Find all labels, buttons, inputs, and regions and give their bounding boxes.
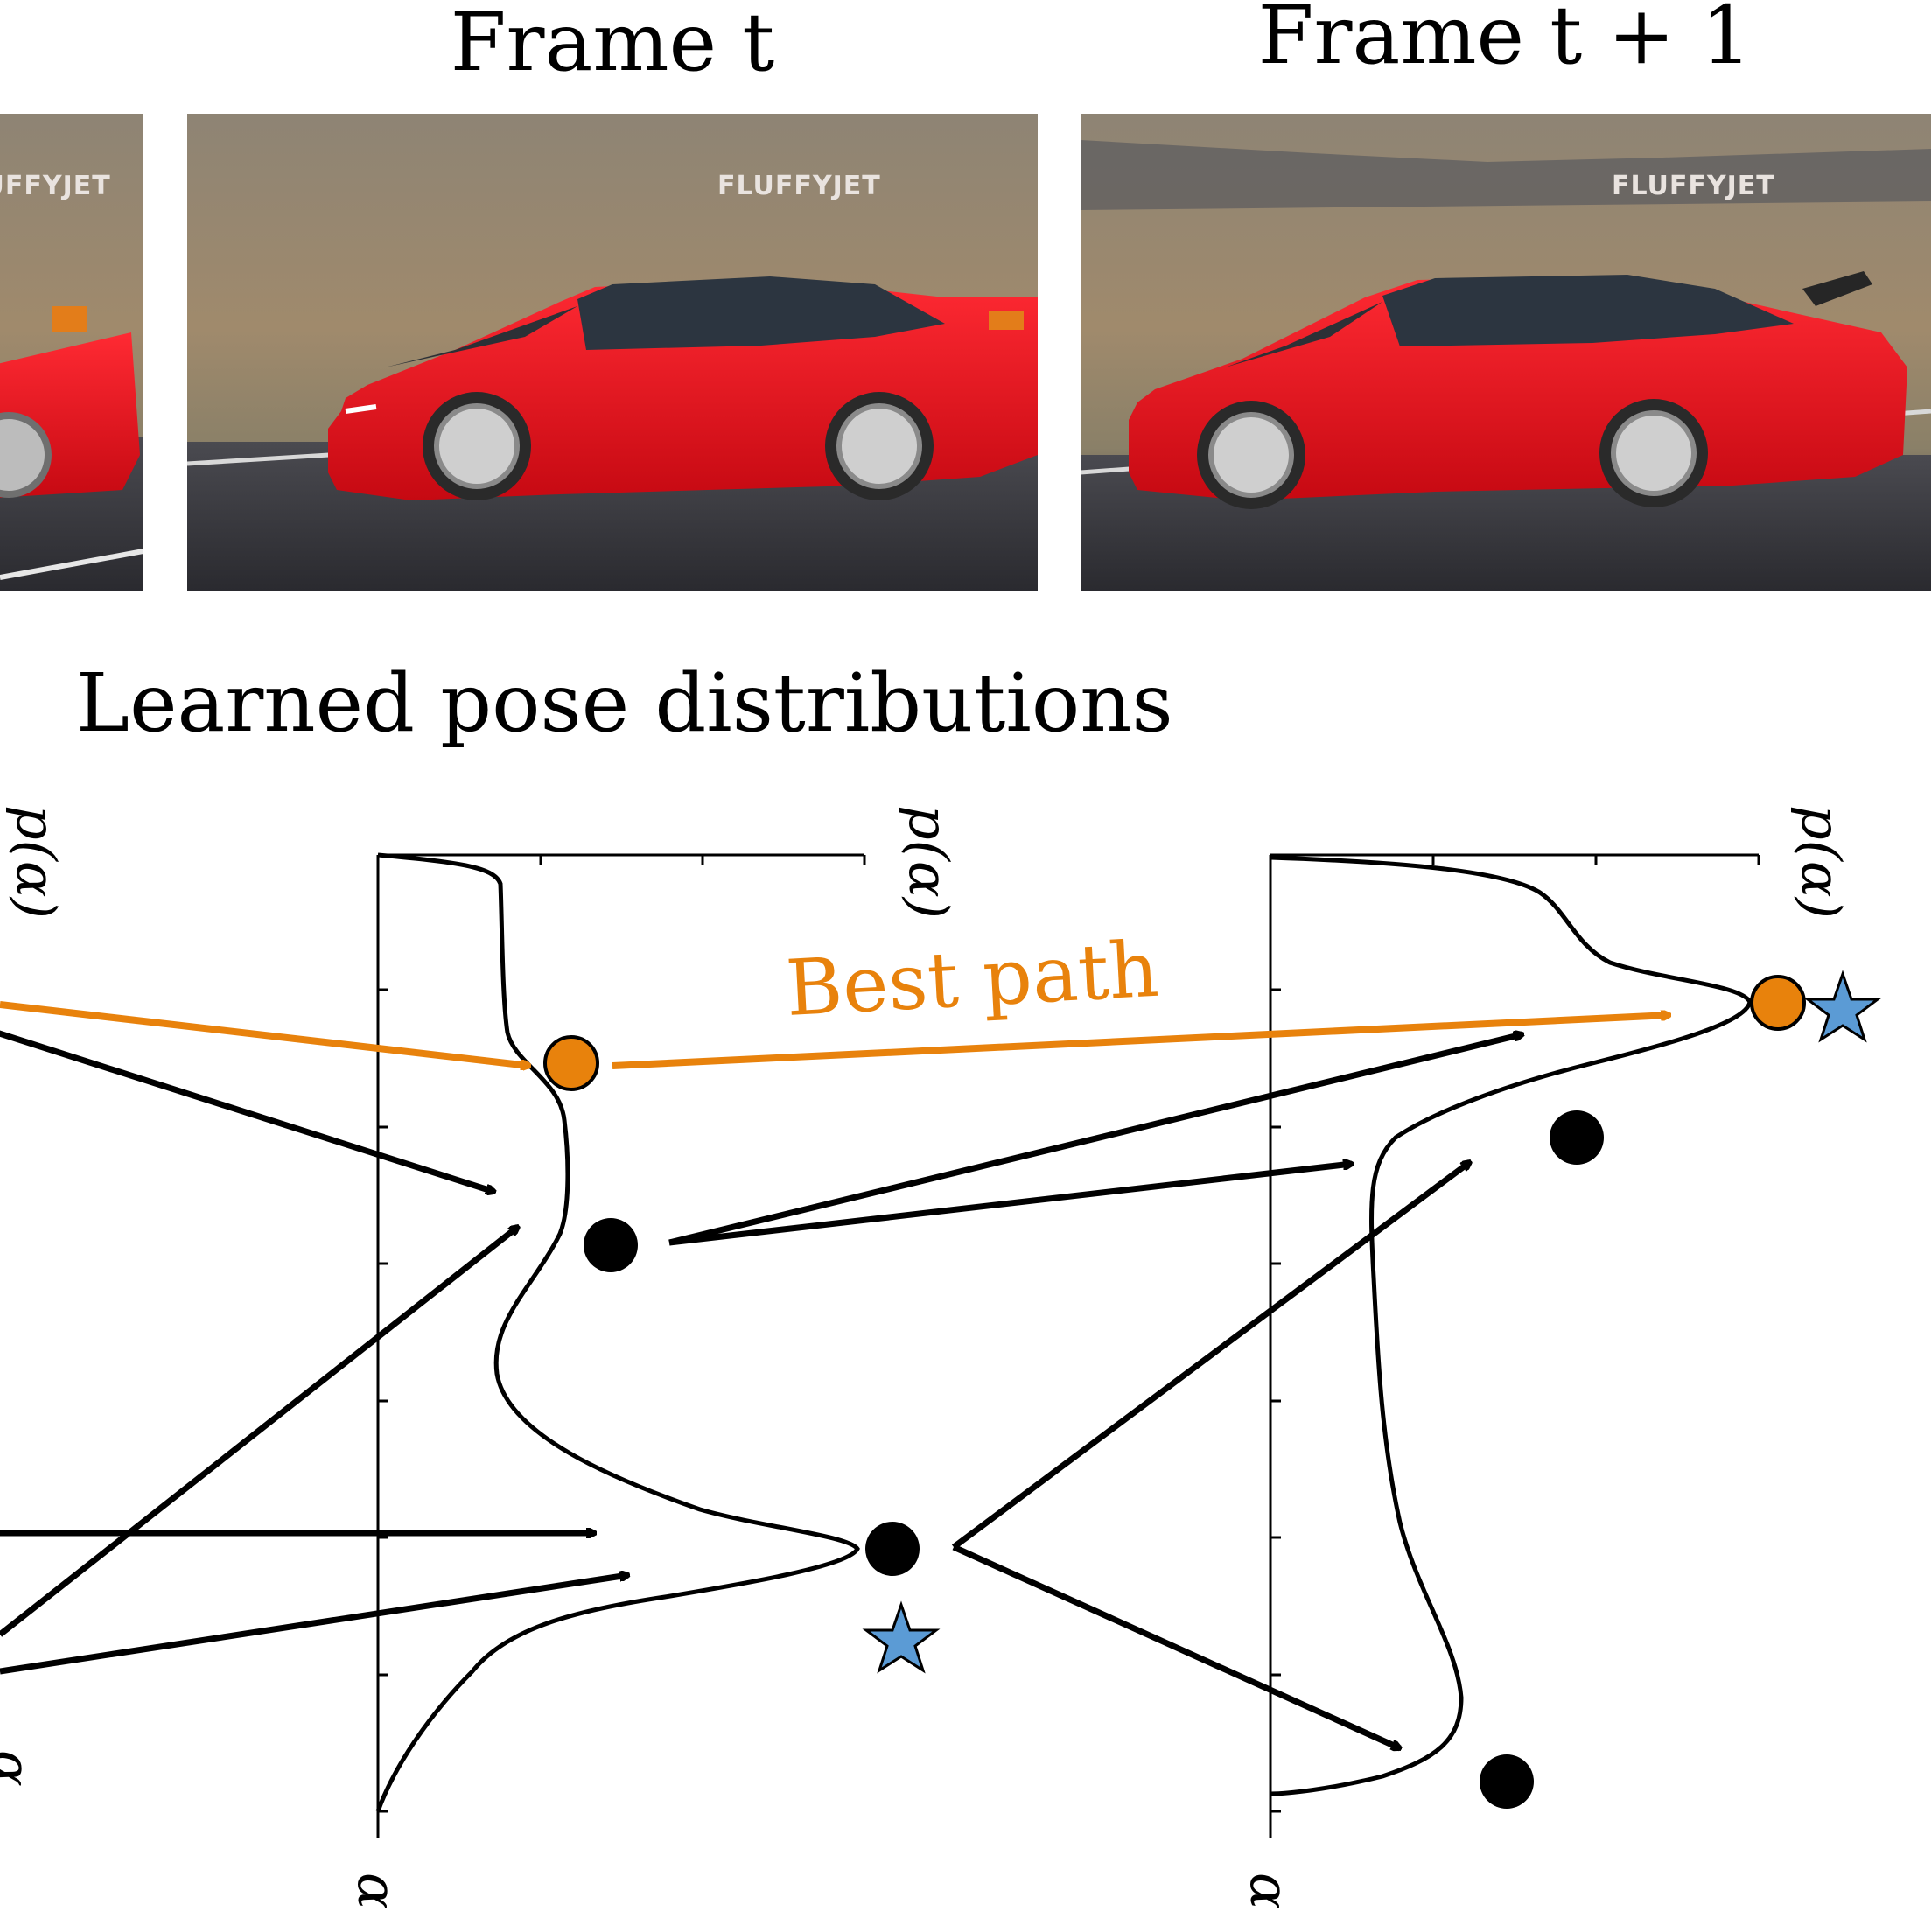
best-path-node-frame-t-plus-1 [1750,975,1806,1031]
ground-truth-star-frame-t-plus-1 [1803,970,1882,1043]
ground-truth-star-frame-t [862,1600,941,1674]
x-axis-label-middle: α [346,1872,409,1909]
transition-arrows [0,1031,1522,1748]
distribution-plot-frame-t-plus-1 [1269,853,1760,1838]
candidate-node-1 [584,1218,638,1272]
best-path [0,1001,1669,1069]
svg-text:α: α [1238,1872,1302,1909]
svg-text:p(α): p(α) [897,805,961,919]
arrow-mid-to-right-middle [668,1164,1352,1246]
y-axis-label-left: p(α) [4,805,68,919]
section-title: Learned pose distributions [76,656,1173,750]
svg-text:p(α): p(α) [1789,805,1853,919]
frame-previous-image: FLUFFYJET [0,114,143,592]
watermark-current: FLUFFYJET [717,171,881,201]
candidate-node-3 [1550,1110,1604,1165]
arrow-peak-to-right-middle [951,1162,1470,1550]
x-axis-label-right: α [1238,1872,1302,1909]
svg-text:α: α [346,1872,409,1909]
density-curve-frame-t-plus-1 [1270,855,1753,1796]
arrow-left-to-upper [0,1030,494,1192]
best-path-arrow-out [612,1015,1669,1069]
distribution-plot-frame-t [375,852,866,1838]
frame-t-plus-1-image: FLUFFYJET [1081,114,1931,592]
svg-text:α: α [0,1750,44,1787]
frame-t-plus-1-title: Frame t + 1 [1258,0,1753,82]
y-axis-label-right: p(α) [1789,805,1853,919]
best-path-arrow-in [0,1001,529,1066]
frame-t-image: FLUFFYJET [187,114,1038,592]
best-path-label: Best path [784,924,1161,1033]
arrow-peak-to-right-bottom [952,1544,1400,1748]
density-curve-frame-t [375,852,860,1812]
watermark-prev: FLUFFYJET [0,171,111,201]
y-axis-label-middle: p(α) [897,805,961,919]
arrow-mid-to-right-upper [668,1034,1522,1246]
frame-t-title: Frame t [451,0,775,89]
best-path-node-frame-t [543,1035,599,1091]
arrow-left-bottom-to-peak [0,1575,628,1675]
candidate-node-4 [1480,1754,1534,1809]
watermark-next: FLUFFYJET [1612,171,1775,201]
candidate-node-2 [865,1522,920,1576]
svg-text:p(α): p(α) [4,805,68,919]
arrow-left-bottom-to-upper [0,1227,518,1637]
x-axis-label-left: α [0,1750,44,1787]
